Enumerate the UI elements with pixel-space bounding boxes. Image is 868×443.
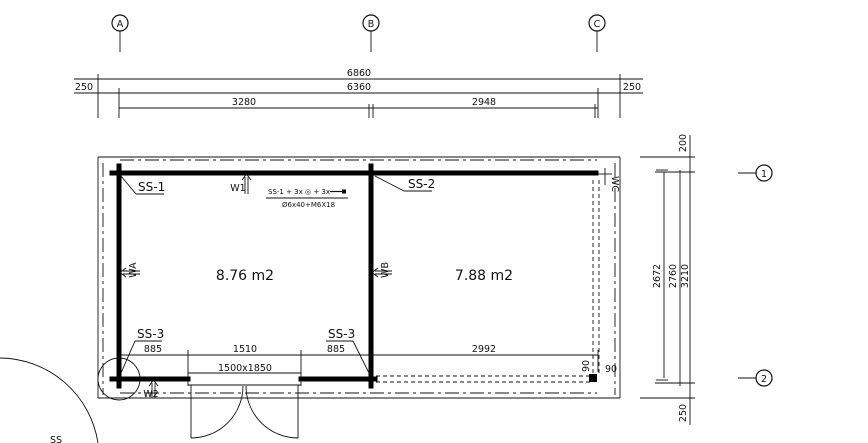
dim-right-bottom: 250 <box>678 404 689 422</box>
connector-label-ss1: SS-1 <box>120 175 165 195</box>
right-dimension-chain: 200 2672 2760 3210 250 <box>640 134 695 425</box>
grid-label-c: C <box>594 19 601 30</box>
dim-right-top: 200 <box>678 134 689 152</box>
grid-bubble-1: 1 <box>738 164 773 182</box>
log-walls <box>109 163 612 389</box>
room-area-right: 7.88 m2 <box>455 268 513 284</box>
dim-top-left-overhang: 250 <box>75 82 93 93</box>
roof-overhang-outline <box>97 156 621 399</box>
ss1-label: SS-1 <box>138 180 165 194</box>
bottom-dimension-chain: 885 1510 885 2992 90 90 <box>119 344 617 375</box>
top-dimension-chain: 6860 6360 250 250 3280 2948 <box>74 68 643 118</box>
grid-bubble-b: B <box>362 14 380 52</box>
wall-tag-c: WC <box>609 176 620 192</box>
grid-label-2: 2 <box>761 374 767 385</box>
wall-tag-b: WB <box>371 262 392 278</box>
ss3-mid-label: SS-3 <box>328 327 355 341</box>
wall-tag-c-label: WC <box>609 176 620 192</box>
fastener-line1: SS-1 + 3x ◎ + 3x <box>268 188 330 196</box>
dim-corner-horizontal: 90 <box>605 364 617 375</box>
grid-bubble-a: A <box>111 14 129 52</box>
dim-top-total: 6860 <box>347 68 371 79</box>
dim-top-right-overhang: 250 <box>623 82 641 93</box>
ss2-label: SS-2 <box>408 177 435 191</box>
door-size-label: 1500x1850 <box>218 363 272 374</box>
dim-top-inner: 6360 <box>347 82 371 93</box>
double-door: 1500x1850 <box>187 363 302 439</box>
dim-right-total: 3210 <box>680 264 691 288</box>
grid-bubble-2: 2 <box>738 369 773 387</box>
dim-bottom-seg3: 885 <box>327 344 345 355</box>
connector-label-ss3-left: SS-3 <box>120 327 164 374</box>
corner-partial-label: SS <box>50 435 62 443</box>
fastener-annotation: SS-1 + 3x ◎ + 3x Ø6x40+M6X18 <box>266 188 348 209</box>
dim-bottom-seg4: 2992 <box>472 344 496 355</box>
wall-tag-2: W2 <box>143 379 159 400</box>
grid-label-b: B <box>368 19 375 30</box>
fastener-line2: Ø6x40+M6X18 <box>282 201 335 209</box>
wall-tag-b-label: WB <box>380 262 391 278</box>
grid-bubble-c: C <box>588 14 606 52</box>
dim-span-right: 2948 <box>472 97 496 108</box>
dim-span-left: 3280 <box>232 97 256 108</box>
dim-corner-vertical: 90 <box>581 360 592 372</box>
wall-tag-a-label: WA <box>128 262 139 278</box>
wall-tag-1-label: W1 <box>230 183 245 194</box>
grid-label-a: A <box>117 19 124 30</box>
dim-bottom-seg2: 1510 <box>233 344 257 355</box>
connector-label-ss3-mid: SS-3 <box>326 327 370 374</box>
dim-right-inner: 2672 <box>652 264 663 288</box>
wall-tag-a: WA <box>119 262 140 278</box>
dim-bottom-seg1: 885 <box>144 344 162 355</box>
ss3-left-label: SS-3 <box>137 327 164 341</box>
connector-label-ss2: SS-2 <box>374 175 435 192</box>
room-area-left: 8.76 m2 <box>216 268 274 284</box>
corner-detail: SS <box>0 357 141 443</box>
wall-tag-1: W1 <box>230 173 252 194</box>
dim-right-mid: 2760 <box>668 264 679 288</box>
grid-label-1: 1 <box>761 169 767 180</box>
wall-tag-2-label: W2 <box>143 389 158 400</box>
